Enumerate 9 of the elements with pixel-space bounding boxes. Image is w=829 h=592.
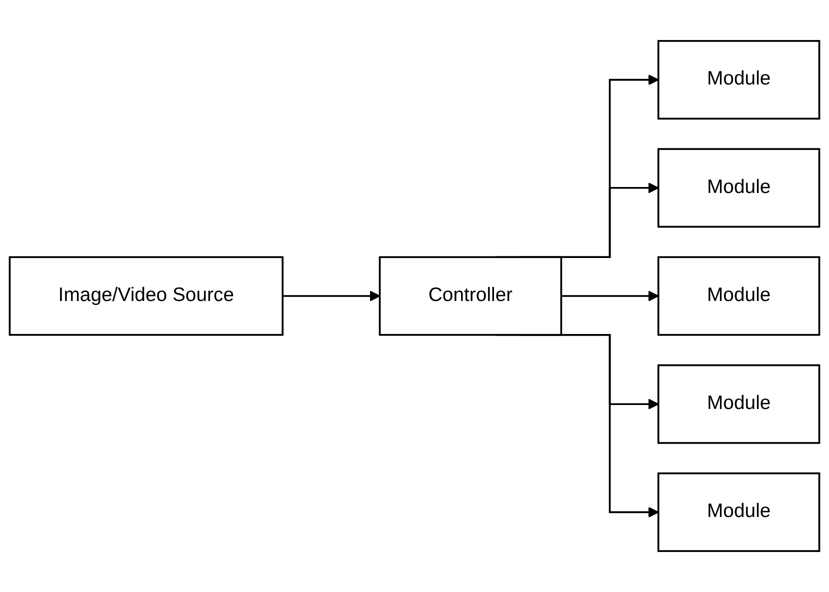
node-box: Module	[657, 364, 820, 444]
arrow	[561, 290, 659, 302]
node-box: Controller	[378, 256, 562, 336]
node-box: Module	[657, 148, 820, 228]
node-box: Module	[657, 472, 820, 552]
node-box: Module	[657, 40, 820, 120]
node-box: Module	[657, 256, 820, 336]
node-box: Image/Video Source	[8, 256, 284, 336]
arrow	[282, 290, 380, 302]
